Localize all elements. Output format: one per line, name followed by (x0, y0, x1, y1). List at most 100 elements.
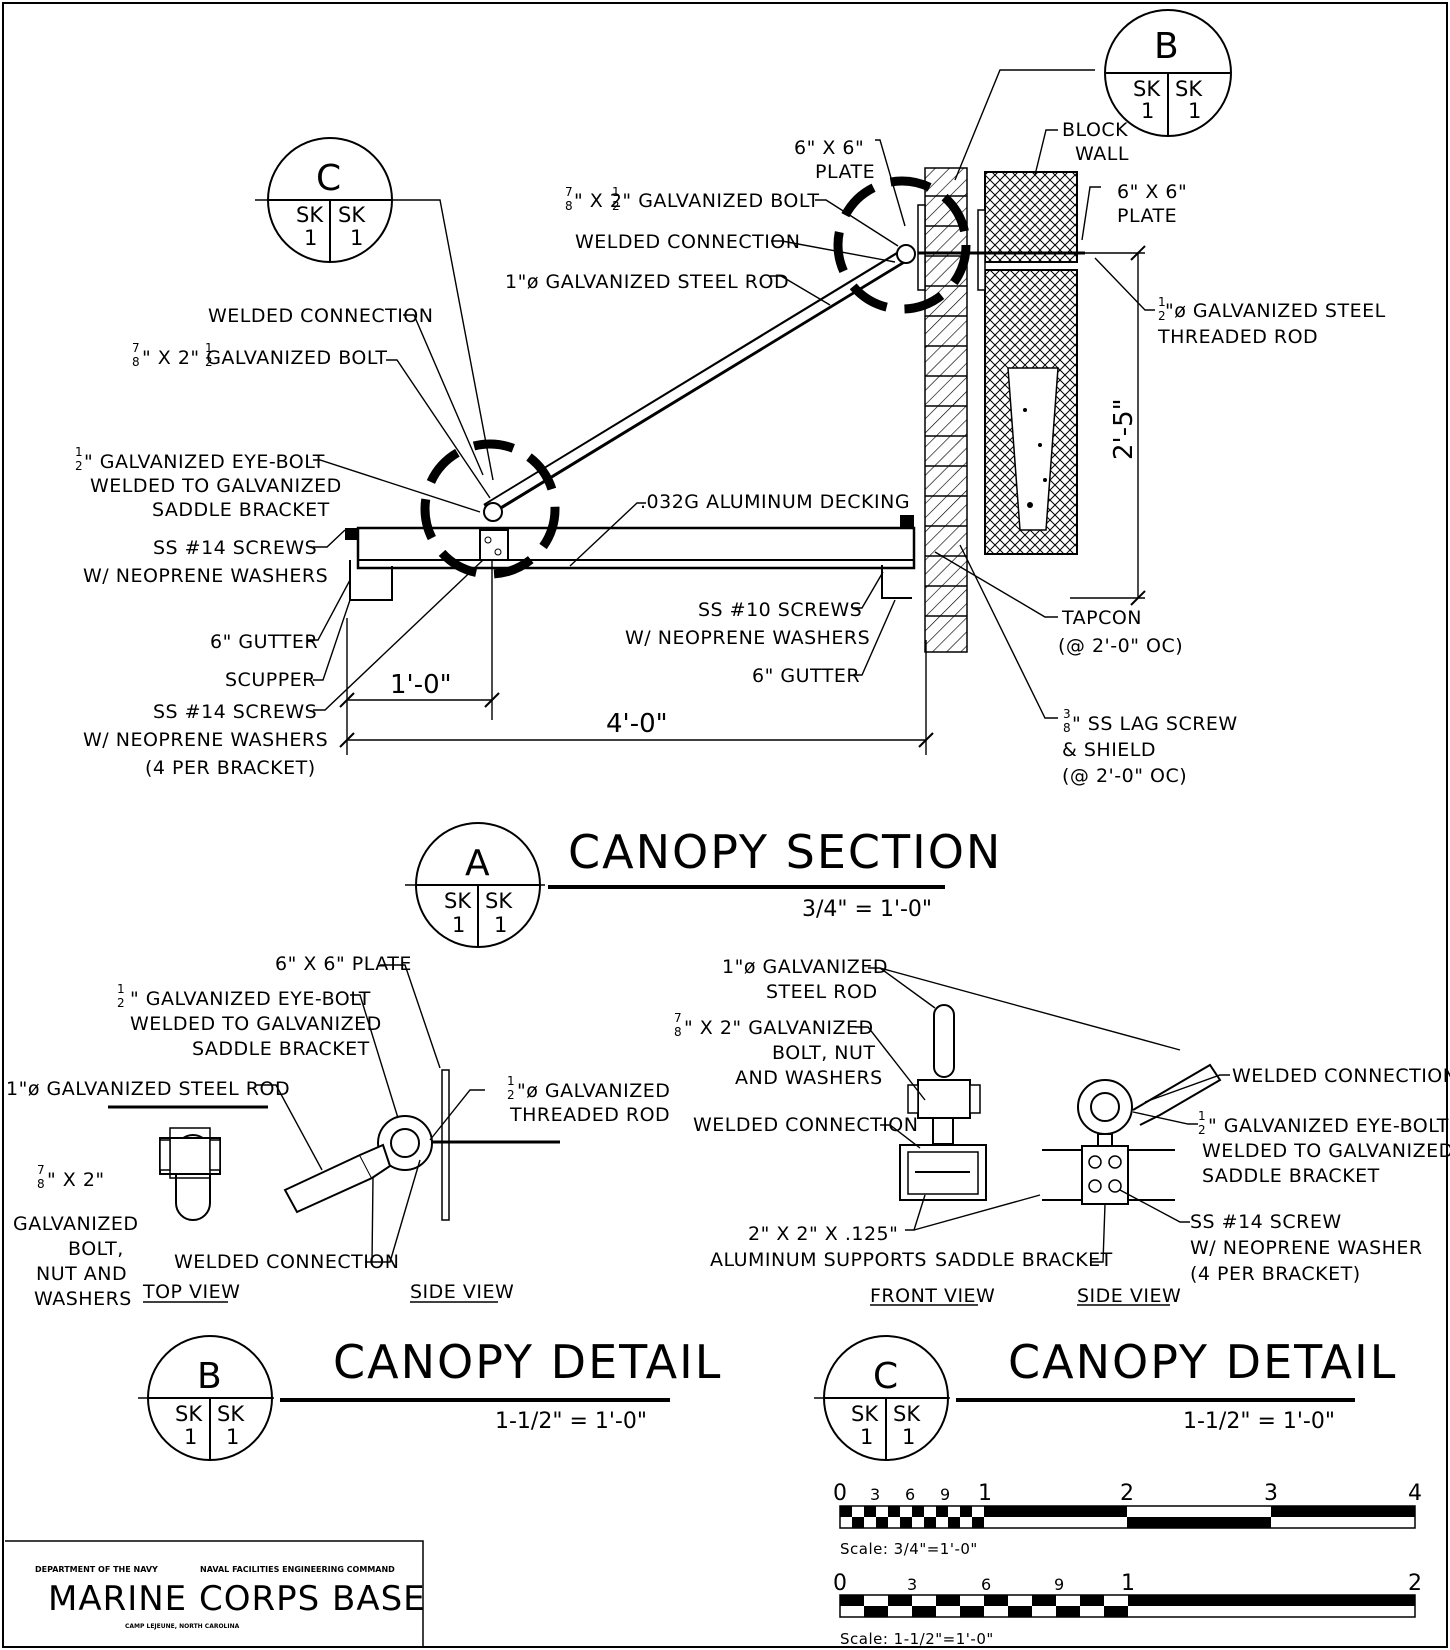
label-rod: 1"ø GALVANIZED STEEL ROD (505, 271, 789, 293)
label-b-weld: WELDED CONNECTION (174, 1251, 399, 1273)
label-c-screw-1: SS #14 SCREW (1190, 1211, 1342, 1233)
label-eyebolt-1: " GALVANIZED EYE-BOLT (84, 451, 325, 473)
label-tapcon-2: (@ 2'-0" OC) (1058, 635, 1183, 657)
label-c-bolt-1: " X 2" GALVANIZED (684, 1017, 874, 1039)
label-plate-right-2: PLATE (1117, 205, 1177, 227)
svg-text:8: 8 (132, 355, 140, 369)
svg-text:B: B (1154, 26, 1179, 67)
svg-text:2: 2 (1198, 1123, 1206, 1137)
label-ss14b: SS #14 SCREWS (153, 701, 317, 723)
label-b-threaded-1: "ø GALVANIZED (517, 1080, 670, 1102)
title-command: NAVAL FACILITIES ENGINEERING COMMAND (200, 1565, 395, 1574)
svg-text:SK: SK (217, 1402, 245, 1426)
svg-text:1: 1 (1158, 295, 1166, 309)
label-block-1: BLOCK (1062, 119, 1128, 141)
svg-text:2: 2 (507, 1088, 515, 1102)
label-lag-2: & SHIELD (1062, 739, 1156, 761)
detail-c-title: CANOPY DETAIL (1008, 1335, 1397, 1389)
canopy-section: 1'-0" 4'-0" 2'-5" 6 (75, 69, 1385, 787)
svg-text:1: 1 (226, 1425, 239, 1449)
label-c-bolt-2: BOLT, NUT (772, 1042, 876, 1064)
label-block-2: WALL (1075, 143, 1129, 165)
svg-text:2: 2 (1158, 309, 1166, 323)
svg-text:0: 0 (833, 1481, 847, 1506)
label-bolt-left: " X 2" GALVANIZED BOLT (142, 347, 387, 369)
svg-text:0: 0 (833, 1571, 847, 1596)
label-eyebolt-2: WELDED TO GALVANIZED (90, 475, 342, 497)
svg-text:SK: SK (444, 889, 472, 913)
dim-vertical: 2'-5" (1109, 398, 1139, 460)
label-c-eyebolt-2: WELDED TO GALVANIZED (1202, 1140, 1450, 1162)
svg-text:7: 7 (132, 341, 140, 355)
label-b-bolt-4: NUT AND (36, 1263, 127, 1285)
svg-text:1: 1 (1188, 99, 1201, 123)
svg-text:2: 2 (117, 996, 125, 1010)
section-leaders (255, 69, 1155, 719)
label-tapcon: TAPCON (1061, 607, 1142, 629)
svg-text:2: 2 (205, 355, 213, 369)
section-scale: 3/4" = 1'-0" (802, 897, 932, 922)
svg-text:6: 6 (981, 1575, 991, 1594)
svg-text:4: 4 (1408, 1481, 1422, 1506)
svg-text:1: 1 (860, 1425, 873, 1449)
svg-text:1: 1 (1198, 1109, 1206, 1123)
svg-text:3: 3 (870, 1485, 880, 1504)
label-ss14b-2: W/ NEOPRENE WASHERS (83, 729, 328, 751)
label-b-eyebolt-2: WELDED TO GALVANIZED (130, 1013, 382, 1035)
label-b-eyebolt-1: " GALVANIZED EYE-BOLT (130, 988, 371, 1010)
detail-c-scale: 1-1/2" = 1'-0" (1183, 1409, 1335, 1434)
svg-text:1: 1 (494, 913, 507, 937)
svg-text:9: 9 (1054, 1575, 1064, 1594)
svg-text:8: 8 (674, 1025, 682, 1039)
label-lag: " SS LAG SCREW (1072, 713, 1238, 735)
brick-column (924, 167, 968, 653)
scale-bar-3-4: 0 3 6 9 1 2 3 4 Scale: 3/4"=1'-0" (833, 1481, 1422, 1558)
label-ss10: SS #10 SCREWS (698, 599, 862, 621)
svg-text:3: 3 (1264, 1481, 1278, 1506)
label-b-top-view: TOP VIEW (142, 1281, 240, 1303)
label-b-bolt-1: " X 2" (47, 1169, 105, 1191)
svg-text:9: 9 (940, 1485, 950, 1504)
label-c-screw-2: W/ NEOPRENE WASHER (1190, 1237, 1423, 1259)
title-canopy-detail-b: B SK SK 1 1 CANOPY DETAIL 1-1/2" = 1'-0" (138, 1335, 722, 1461)
svg-text:2: 2 (612, 199, 620, 213)
svg-text:2: 2 (1408, 1571, 1422, 1596)
detail-b-title: CANOPY DETAIL (333, 1335, 722, 1389)
label-c-supports-2: ALUMINUM SUPPORTS (710, 1249, 927, 1271)
svg-text:1: 1 (1121, 1571, 1135, 1596)
svg-text:1: 1 (1141, 99, 1154, 123)
title-location: CAMP LEJEUNE, NORTH CAROLINA (125, 1623, 240, 1630)
label-plate-right-1: 6" X 6" (1117, 181, 1187, 203)
label-ss14-2: W/ NEOPRENE WASHERS (83, 565, 328, 587)
title-canopy-section: A SK SK 1 1 CANOPY SECTION 3/4" = 1'-0" (405, 822, 1000, 948)
label-gutter-right: 6" GUTTER (752, 665, 860, 687)
label-eyebolt-3: SADDLE BRACKET (152, 499, 330, 521)
svg-text:SK: SK (1175, 77, 1203, 101)
svg-text:8: 8 (37, 1177, 45, 1191)
label-c-saddle: SADDLE BRACKET (935, 1249, 1113, 1271)
dim-4ft: 4'-0" (606, 709, 668, 739)
frac-7-8-a: 7 (565, 185, 573, 199)
detail-circle-c (420, 439, 560, 579)
svg-text:3: 3 (1063, 707, 1071, 721)
label-scupper: SCUPPER (225, 669, 316, 691)
svg-text:SK: SK (296, 203, 324, 227)
detail-circle-b (833, 176, 971, 314)
svg-text:1: 1 (452, 913, 465, 937)
svg-text:1: 1 (304, 226, 317, 250)
title-dept: DEPARTMENT OF THE NAVY (35, 1565, 158, 1574)
svg-text:SK: SK (175, 1402, 203, 1426)
canopy-detail-b: 6" X 6" PLATE 12 " GALVANIZED EYE-BOLT W… (6, 953, 670, 1310)
label-c-side-view: SIDE VIEW (1077, 1285, 1181, 1307)
label-decking: .032G ALUMINUM DECKING (640, 491, 910, 513)
svg-text:1: 1 (902, 1425, 915, 1449)
label-c-screw-3: (4 PER BRACKET) (1190, 1263, 1361, 1285)
svg-text:3: 3 (907, 1575, 917, 1594)
svg-text:C: C (873, 1356, 898, 1397)
label-b-side-view: SIDE VIEW (410, 1281, 514, 1303)
block-wall (984, 171, 1078, 555)
label-c-eyebolt-3: SADDLE BRACKET (1202, 1165, 1380, 1187)
label-b-rod: 1"ø GALVANIZED STEEL ROD (6, 1078, 290, 1100)
svg-text:A: A (465, 843, 490, 884)
